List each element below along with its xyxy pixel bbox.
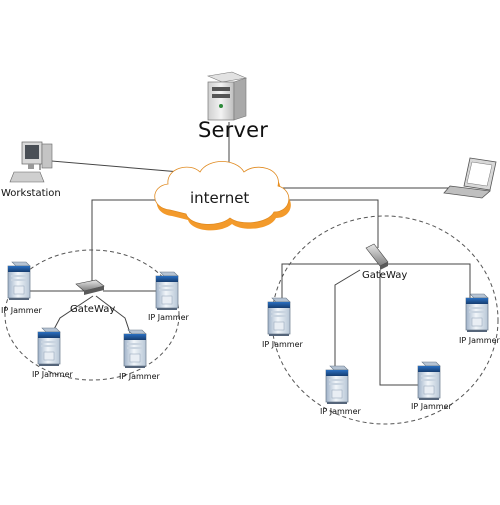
link-left-jammer-4 [95,295,131,334]
left-network-boundary [4,249,180,381]
laptop-icon [443,157,497,199]
jammer-icon [37,327,61,367]
link-right-jammer-2 [370,263,471,298]
jammer-label: IP Jammer [411,402,452,411]
jammer-icon [155,271,179,311]
jammer-label: IP Jammer [1,306,42,315]
internet-cloud [154,161,291,231]
jammer-label: IP Jammer [148,313,189,322]
link-internet-left-gateway [91,199,165,285]
link-right-jammer-3 [334,269,361,368]
jammer-icon [7,261,31,301]
jammer-label: IP Jammer [32,370,73,379]
jammer-label: IP Jammer [320,407,361,416]
internet-label: internet [190,189,250,207]
left-gateway-icon [75,279,105,295]
workstation-label: Workstation [1,188,61,199]
right-gateway-icon [365,243,389,270]
right-network-boundary [271,215,499,425]
link-left-jammer-2 [103,290,161,300]
link-right-jammer-1 [281,263,370,300]
jammer-label: IP Jammer [262,340,303,349]
jammer-label: IP Jammer [119,372,160,381]
jammer-icon [267,297,291,337]
connection-lines [21,122,471,386]
left-gateway-label: GateWay [70,304,116,315]
server-label: Server [198,118,269,142]
right-gateway-label: GateWay [362,270,408,281]
jammer-icon [465,293,489,333]
jammer-icon [123,329,147,369]
jammer-label: IP Jammer [459,336,500,345]
jammer-icon [417,361,441,401]
link-workstation-internet [39,159,189,181]
link-right-jammer-4 [379,270,418,386]
server-icon [206,71,248,121]
workstation-icon [9,141,53,183]
jammer-icon [325,365,349,405]
link-internet-right-gateway [270,199,379,248]
